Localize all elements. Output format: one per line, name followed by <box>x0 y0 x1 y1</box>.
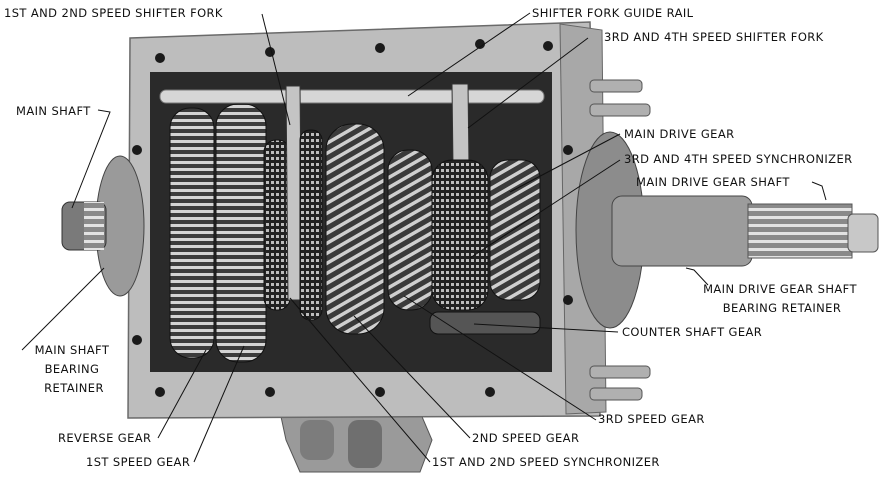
label-line: MAIN DRIVE GEAR SHAFT <box>703 282 857 296</box>
bolt-hole <box>563 145 573 155</box>
bolt-hole <box>155 387 165 397</box>
label-first-speed-gear: 1ST SPEED GEAR <box>86 455 190 469</box>
leader-guide-rail <box>407 12 531 97</box>
front-studs <box>589 79 651 401</box>
label-second-speed-gear: 2ND SPEED GEAR <box>472 431 579 445</box>
drive-shaft-tip <box>847 213 879 253</box>
label-counter-shaft-gear: COUNTER SHAFT GEAR <box>622 325 762 339</box>
leader-retainer-right <box>685 267 709 286</box>
bolt-hole <box>132 335 142 345</box>
synchro-12-ring <box>299 129 323 321</box>
label-shifter-fork-12: 1ST AND 2ND SPEED SHIFTER FORK <box>4 6 223 20</box>
leader-counter-shaft-gear <box>473 323 619 333</box>
first-gear-shape <box>215 103 267 363</box>
label-guide-rail: SHIFTER FORK GUIDE RAIL <box>532 6 694 20</box>
label-line: RETAINER <box>44 381 104 395</box>
leader-shifter-fork-12 <box>261 13 291 126</box>
leader-main-shaft <box>71 109 111 209</box>
label-shifter-fork-34: 3RD AND 4TH SPEED SHIFTER FORK <box>604 30 824 44</box>
stud <box>589 387 643 401</box>
drive-shaft-spline <box>747 203 853 259</box>
bolt-hole <box>155 53 165 63</box>
label-main-drive-gear: MAIN DRIVE GEAR <box>624 127 735 141</box>
label-synchro-12: 1ST AND 2ND SPEED SYNCHRONIZER <box>432 455 660 469</box>
housing-bolts <box>132 39 573 397</box>
third-gear-shape <box>387 149 433 311</box>
label-main-drive-gear-shaft: MAIN DRIVE GEAR SHAFT <box>636 175 790 189</box>
bottom-boss <box>300 420 334 460</box>
second-gear-shape <box>325 123 385 335</box>
counter-shaft-gear-shape <box>429 311 541 335</box>
bolt-hole <box>485 387 495 397</box>
label-main-shaft: MAIN SHAFT <box>16 104 91 118</box>
synchro-12-shape <box>263 139 291 311</box>
label-main-shaft-bearing-retainer: MAIN SHAFT BEARING RETAINER <box>35 343 114 395</box>
guide-rail <box>159 89 545 104</box>
bolt-hole <box>132 145 142 155</box>
bolt-hole <box>475 39 485 49</box>
label-reverse-gear: REVERSE GEAR <box>58 431 151 445</box>
leader-reverse-gear <box>157 349 207 439</box>
bolt-hole <box>265 387 275 397</box>
reverse-gear-shape <box>169 107 215 359</box>
leader-synchro-34 <box>469 159 621 259</box>
bolt-hole <box>543 41 553 51</box>
main-drive-gear-shape <box>489 159 541 301</box>
label-line: BEARING RETAINER <box>723 301 841 315</box>
bolt-hole <box>375 43 385 53</box>
bottom-boss <box>348 420 382 468</box>
leader-synchro-12 <box>289 297 431 463</box>
stud <box>589 79 643 93</box>
leader-main-drive-gear <box>509 133 621 193</box>
leader-third-speed-gear <box>403 295 597 421</box>
bolt-hole <box>375 387 385 397</box>
leader-lines <box>21 12 827 463</box>
transmission-photo <box>61 21 879 473</box>
main-shaft-spline <box>84 202 104 250</box>
label-synchro-34: 3RD AND 4TH SPEED SYNCHRONIZER <box>624 152 853 166</box>
label-third-speed-gear: 3RD SPEED GEAR <box>598 412 705 426</box>
leader-retainer-left <box>21 267 105 351</box>
label-main-drive-gear-shaft-bearing-retainer: MAIN DRIVE GEAR SHAFT BEARING RETAINER <box>703 282 861 315</box>
drive-shaft-body <box>611 195 753 267</box>
label-line: BEARING <box>45 362 100 376</box>
leader-shifter-fork-34 <box>467 37 589 129</box>
leader-second-speed-gear <box>353 315 471 439</box>
callout-labels: 1ST AND 2ND SPEED SHIFTER FORK SHIFTER F… <box>4 6 861 469</box>
synchro-34-shape <box>431 159 489 311</box>
leader-first-speed-gear <box>193 345 245 463</box>
stud <box>589 365 651 379</box>
label-line: MAIN SHAFT <box>35 343 110 357</box>
bolt-hole <box>265 47 275 57</box>
leader-main-drive-gear-shaft <box>811 181 827 201</box>
stud <box>589 103 651 117</box>
bolt-hole <box>563 295 573 305</box>
